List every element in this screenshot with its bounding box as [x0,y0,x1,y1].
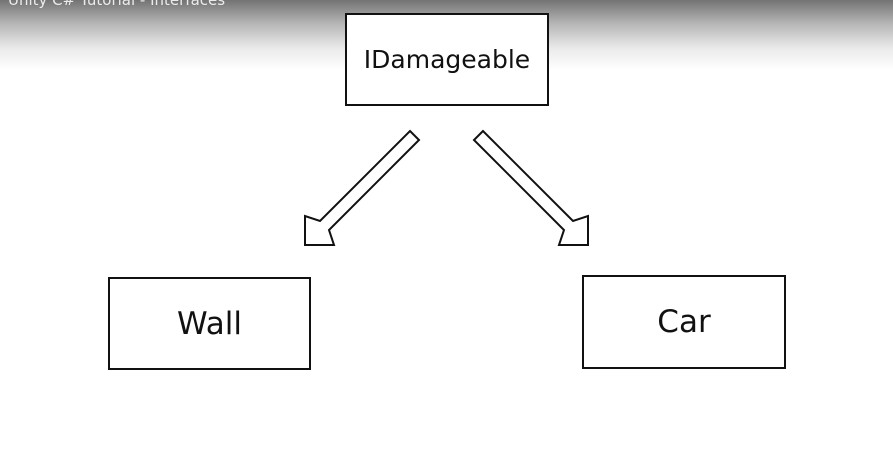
arrow-to-car [472,129,589,246]
wall-node-label: Wall [177,305,242,342]
car-node-label: Car [657,304,711,340]
interface-node-label: IDamageable [363,45,531,74]
interface-node: IDamageable [345,13,549,106]
arrow-to-wall [304,129,421,246]
car-node: Car [582,275,786,369]
wall-node: Wall [108,277,311,370]
